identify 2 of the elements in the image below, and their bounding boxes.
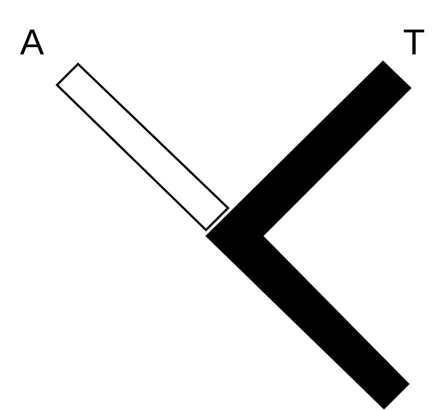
bar-label: A [20, 30, 44, 54]
bar-label: T [404, 30, 424, 54]
